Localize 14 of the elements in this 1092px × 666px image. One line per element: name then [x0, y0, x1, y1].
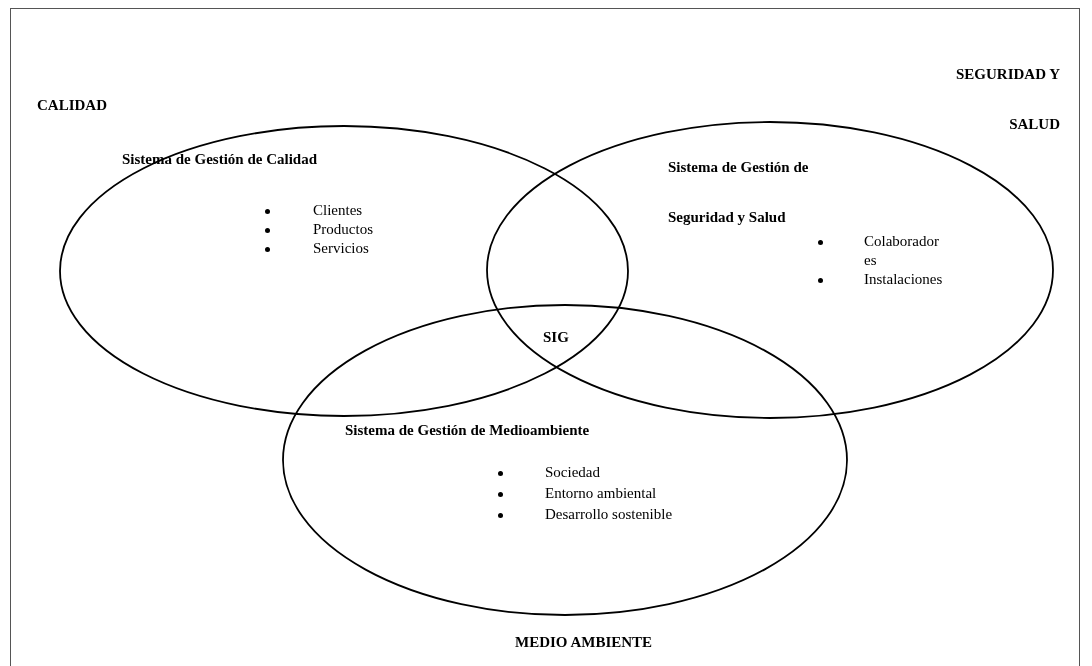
- list-item: Entorno ambiental: [545, 484, 658, 503]
- list-item: Instalaciones: [864, 270, 944, 289]
- set-heading: SEGURIDAD Y SALUD: [954, 65, 1060, 134]
- set-title: Sistema de Gestión de Seguridad y Salud: [668, 158, 810, 227]
- set-heading: CALIDAD: [37, 96, 108, 115]
- list-item: Productos: [313, 220, 374, 239]
- set-title: Sistema de Gestión de Medioambiente: [345, 421, 591, 440]
- list-item: Colaboradores: [864, 232, 940, 270]
- list-item: Sociedad: [545, 463, 601, 482]
- list-item: Servicios: [313, 239, 370, 258]
- set-heading: MEDIO AMBIENTE: [515, 633, 654, 652]
- intersection-label: SIG: [543, 328, 569, 347]
- list-item: Desarrollo sostenible: [545, 505, 674, 524]
- list-item: Clientes: [313, 201, 364, 220]
